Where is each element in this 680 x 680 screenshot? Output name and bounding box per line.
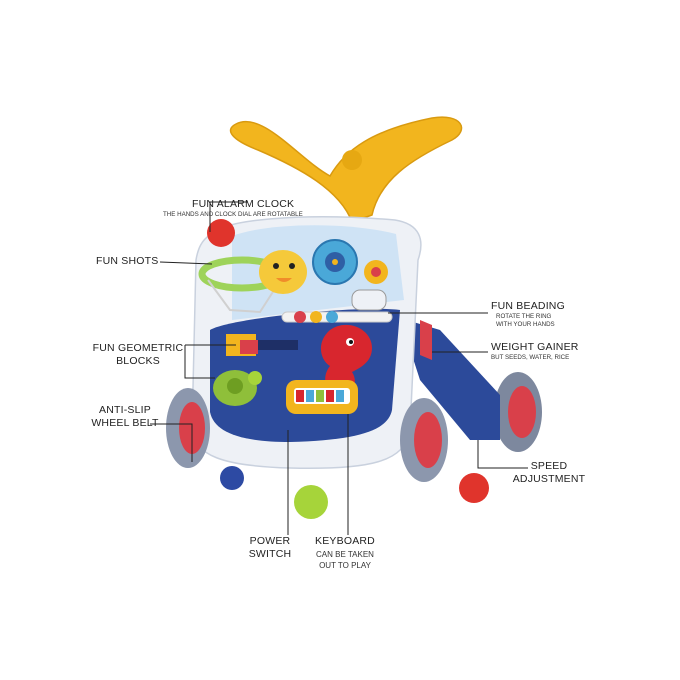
label-switch: SWITCH [248, 548, 292, 560]
label-wheel-belt: WHEEL BELT [91, 417, 159, 429]
keyboard-toy [286, 380, 358, 414]
label-keyboard: KEYBOARD [315, 535, 375, 547]
sublabel-keyboard-1: CAN BE TAKEN [316, 550, 374, 559]
label-power: POWER [249, 535, 291, 547]
red-ball-top [207, 219, 235, 247]
geometric-blocks [226, 334, 298, 356]
label-anti-slip: ANTI-SLIP [99, 404, 151, 416]
alarm-clock [312, 239, 358, 285]
sublabel-beading-2: WITH YOUR HANDS [496, 321, 555, 328]
label-fun-alarm-clock: FUN ALARM CLOCK [192, 198, 295, 210]
label-adjustment: ADJUSTMENT [512, 473, 586, 485]
blue-ball [220, 466, 244, 490]
label-fun-shots: FUN SHOTS [96, 255, 159, 267]
label-fun-beading: FUN BEADING [491, 300, 565, 312]
sublabel-weight-gainer: BUT SEEDS, WATER, RICE [491, 354, 570, 361]
duck-head [259, 250, 307, 294]
front-wheel-left [166, 388, 210, 468]
label-speed: SPEED [530, 460, 568, 472]
red-ball-bottom [459, 473, 489, 503]
sublabel-keyboard-2: OUT TO PLAY [319, 561, 371, 570]
seahorse-toy [320, 324, 372, 395]
label-weight-gainer: WEIGHT GAINER [491, 341, 579, 353]
sublabel-alarm-clock: THE HANDS AND CLOCK DIAL ARE ROTATABLE [163, 211, 303, 218]
sublabel-beading-1: ROTATE THE RING [496, 313, 552, 320]
label-fun-geometric: FUN GEOMETRIC [92, 342, 184, 354]
callout-lines [150, 201, 528, 535]
weight-gainer-cap [420, 320, 432, 360]
label-blocks: BLOCKS [116, 355, 160, 367]
front-wheel-right [400, 398, 448, 482]
turtle-toy [213, 370, 262, 406]
green-ball [294, 485, 328, 519]
handle [229, 116, 463, 223]
clock-badge [351, 289, 387, 311]
back-wheel-right [494, 372, 542, 452]
